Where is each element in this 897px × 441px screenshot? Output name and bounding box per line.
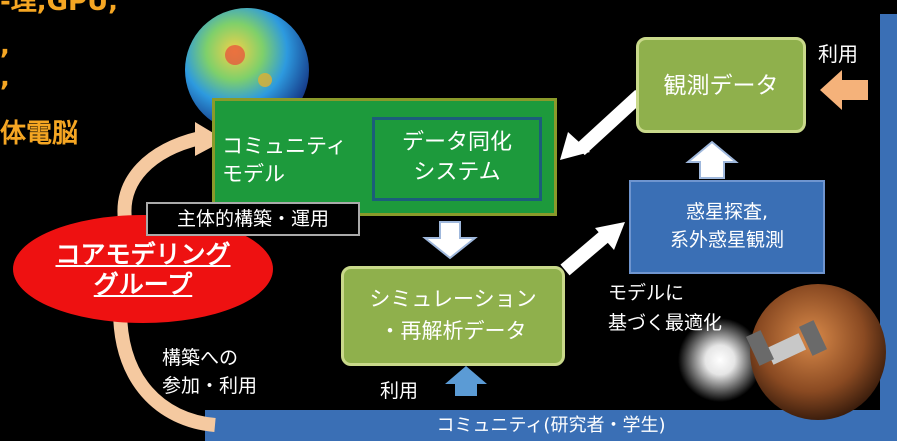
orange-heading-fragment-2: , [0,31,10,61]
orange-heading-fragment-3: , [0,63,10,93]
kouchiku-sanka-label: 構築への 参加・利用 [162,347,258,397]
observation-data-label: 観測データ [663,73,779,99]
arc-arrow-down [113,309,216,432]
spacecraft-icon [745,320,828,366]
planet-exploration-label: 惑星探査, 系外惑星観測 [669,201,784,251]
orange-heading-fragment-1: ‐理,GPU, [0,0,119,17]
arrow-sim-to-explore [560,222,625,276]
sun-glow [678,318,762,402]
riyo-top-label: 利用 [818,42,858,66]
planet-exploration-box [629,180,825,274]
arc-arrow-up [117,131,202,221]
arrow-down-to-simulation [422,221,478,260]
community-bar-label: コミュニティ(研究者・学生) [436,415,666,436]
core-group-label: コアモデリング グループ [55,240,231,299]
community-frame [880,14,897,414]
shutai-label: 主体的構築・運用 [176,208,329,230]
shutai-label-box [146,202,360,236]
observation-data-box [636,37,806,133]
arrow-left-riyo-top [820,70,868,110]
riyo-bottom-label: 利用 [380,380,419,402]
orange-heading-fragment-4: 体電脳 [0,119,79,149]
simulation-label: シミュレーション ・再解析データ [369,287,537,343]
data-assimilation-box [372,117,542,201]
arrow-obs-to-assim [560,89,645,160]
model-optimize-label: モデルに 基づく最適化 [608,282,723,334]
data-assimilation-label: データ同化 システム [401,130,512,185]
arrow-up-riyo-bottom [445,366,487,396]
community-model-label: コミュニティ モデル [222,134,347,186]
arrow-up-to-observation [685,140,739,179]
simulation-box [341,266,565,366]
core-group-ellipse [13,215,273,323]
